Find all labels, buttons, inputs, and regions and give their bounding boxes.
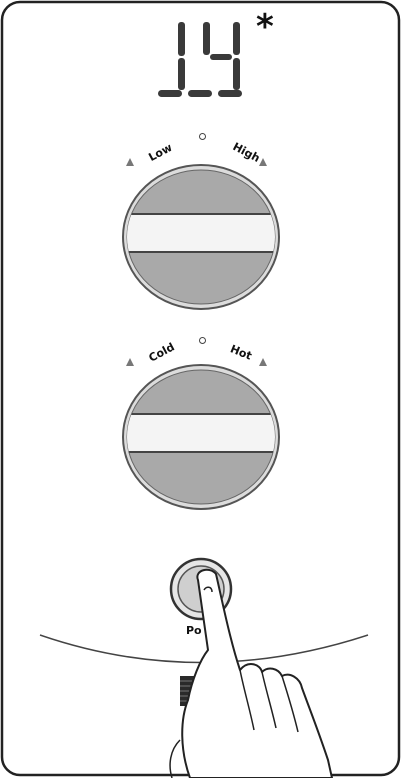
flow-indicator-dot [199,133,206,140]
temperature-dial[interactable] [119,362,283,512]
pointing-hand-icon [150,560,370,778]
temp-indicator-dot [199,337,206,344]
flow-dial[interactable] [119,162,283,312]
display-asterisk: * [256,10,274,44]
